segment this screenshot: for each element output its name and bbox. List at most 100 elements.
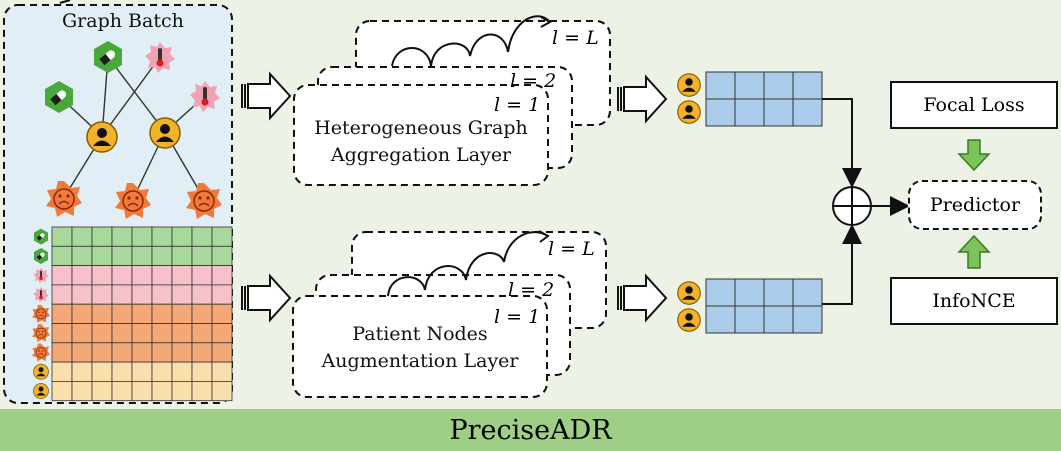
feature-cell bbox=[211, 380, 233, 402]
feature-cell bbox=[211, 245, 233, 267]
feature-cell bbox=[71, 226, 93, 247]
feature-cell bbox=[51, 323, 73, 344]
feature-cell bbox=[131, 226, 153, 247]
feature-matrix bbox=[51, 226, 233, 402]
feature-cell bbox=[111, 284, 133, 305]
feature-cell bbox=[91, 361, 113, 382]
hollow-arrow-icon bbox=[241, 275, 291, 321]
feature-cell bbox=[51, 226, 73, 247]
embedding-cell bbox=[705, 71, 736, 100]
feature-cell bbox=[51, 361, 73, 382]
feature-cell bbox=[51, 303, 73, 324]
feature-cell bbox=[171, 361, 193, 382]
patient-icon bbox=[677, 100, 701, 124]
up-arrow-icon bbox=[957, 234, 991, 269]
patient-icon bbox=[677, 308, 701, 332]
layer-index-label: l = 1 bbox=[494, 94, 541, 116]
feature-cell bbox=[91, 303, 113, 324]
feature-cell bbox=[91, 226, 113, 247]
feature-cell bbox=[151, 380, 173, 402]
feature-cell bbox=[211, 303, 233, 324]
feature-cell bbox=[51, 245, 73, 267]
graph-batch-title: Graph Batch bbox=[62, 10, 184, 32]
feature-cell bbox=[91, 245, 113, 267]
feature-cell bbox=[71, 245, 93, 267]
focal-loss-box: Focal Loss bbox=[890, 81, 1058, 129]
patient-icon bbox=[677, 73, 701, 97]
embedding-cell bbox=[792, 98, 823, 127]
feature-cell bbox=[71, 265, 93, 286]
feature-cell bbox=[111, 226, 133, 247]
patient-icon bbox=[33, 383, 49, 399]
feature-cell bbox=[91, 284, 113, 305]
patient-embedding-bottom bbox=[705, 278, 823, 334]
hetero-graph-layer-line1: Heterogeneous Graph bbox=[314, 117, 528, 139]
feature-cell bbox=[171, 265, 193, 286]
feature-cell bbox=[111, 323, 133, 344]
layer-index-label: l = 1 bbox=[494, 306, 541, 328]
feature-cell bbox=[191, 323, 213, 344]
feature-cell bbox=[211, 265, 233, 286]
patient-augmentation-line1: Patient Nodes bbox=[352, 323, 488, 345]
feature-cell bbox=[51, 265, 73, 286]
feature-cell bbox=[91, 342, 113, 363]
hetero-graph-layer-box bbox=[293, 84, 549, 186]
feature-cell bbox=[151, 342, 173, 363]
feature-cell bbox=[51, 380, 73, 402]
feature-cell bbox=[191, 380, 213, 402]
feature-cell bbox=[151, 323, 173, 344]
feature-cell bbox=[211, 323, 233, 344]
infonce-box: InfoNCE bbox=[890, 277, 1058, 325]
patient-augmentation-layer-title: Patient Nodes Augmentation Layer bbox=[295, 318, 545, 378]
embedding-cell bbox=[763, 71, 794, 100]
feature-cell bbox=[131, 265, 153, 286]
layer-index-label: l = L bbox=[552, 27, 599, 49]
embedding-cell bbox=[734, 278, 765, 307]
layer-recursion-arrow bbox=[387, 231, 549, 297]
feature-cell bbox=[111, 380, 133, 402]
feature-cell bbox=[111, 245, 133, 267]
feature-cell bbox=[51, 342, 73, 363]
feature-cell bbox=[151, 245, 173, 267]
patient-icon bbox=[86, 121, 118, 153]
layer-index-label: l = L bbox=[548, 238, 595, 260]
feature-cell bbox=[151, 265, 173, 286]
embedding-cell bbox=[734, 98, 765, 127]
feature-cell bbox=[211, 361, 233, 382]
feature-cell bbox=[131, 361, 153, 382]
patient-augmentation-layer-box bbox=[292, 295, 548, 398]
feature-cell bbox=[91, 265, 113, 286]
embedding-cell bbox=[792, 305, 823, 334]
feature-cell bbox=[71, 380, 93, 402]
feature-cell bbox=[171, 284, 193, 305]
feature-cell bbox=[91, 323, 113, 344]
feature-cell bbox=[131, 245, 153, 267]
embedding-cell bbox=[705, 278, 736, 307]
feature-cell bbox=[151, 361, 173, 382]
hollow-arrow-icon bbox=[617, 275, 667, 321]
feature-cell bbox=[71, 361, 93, 382]
feature-row-icons bbox=[31, 228, 51, 399]
feature-cell bbox=[171, 380, 193, 402]
feature-cell bbox=[211, 226, 233, 247]
patient-augmentation-line2: Augmentation Layer bbox=[321, 350, 519, 372]
hollow-arrow-icon bbox=[241, 73, 291, 119]
feature-cell bbox=[71, 342, 93, 363]
feature-cell bbox=[191, 342, 213, 363]
feature-cell bbox=[171, 342, 193, 363]
patient-embedding-top bbox=[705, 71, 823, 127]
feature-cell bbox=[131, 323, 153, 344]
embedding-cell bbox=[792, 278, 823, 307]
feature-cell bbox=[91, 380, 113, 402]
feature-cell bbox=[151, 284, 173, 305]
patient-icon bbox=[149, 117, 181, 149]
feature-cell bbox=[71, 303, 93, 324]
preciseadr-banner: PreciseADR bbox=[0, 409, 1061, 451]
feature-cell bbox=[111, 303, 133, 324]
feature-cell bbox=[71, 323, 93, 344]
hollow-arrow-icon bbox=[617, 76, 667, 122]
feature-cell bbox=[151, 303, 173, 324]
feature-cell bbox=[171, 323, 193, 344]
feature-cell bbox=[111, 361, 133, 382]
